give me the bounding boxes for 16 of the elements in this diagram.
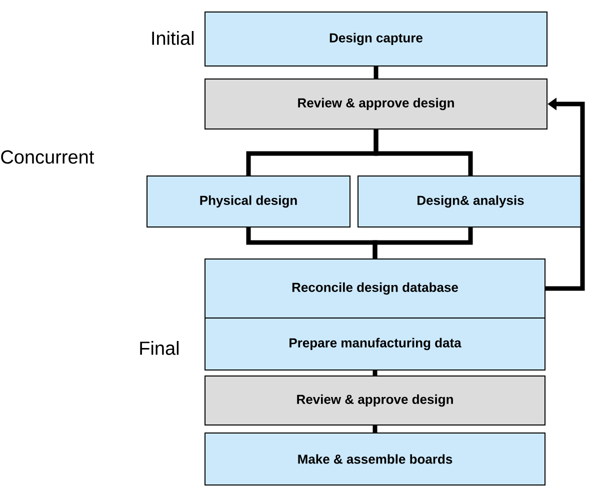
process-box: Design capture (204, 12, 548, 66)
connector (372, 228, 473, 258)
stage-label: Initial (152, 31, 194, 45)
connector (374, 66, 378, 78)
process-box: Physical design (146, 176, 350, 228)
process-box: Prepare manufacturing data (204, 318, 546, 370)
stage-label: Concurrent (1, 150, 94, 164)
connector (372, 370, 378, 376)
process-box: Make & assemble boards (204, 432, 546, 486)
process-box: Design& analysis (358, 176, 584, 228)
stage-label: Final (140, 341, 179, 355)
connector (372, 426, 378, 432)
process-box: Review & approve design (204, 78, 548, 130)
process-box: Reconcile design database (204, 258, 546, 318)
process-box: Review & approve design (204, 376, 546, 426)
connector (374, 130, 473, 176)
